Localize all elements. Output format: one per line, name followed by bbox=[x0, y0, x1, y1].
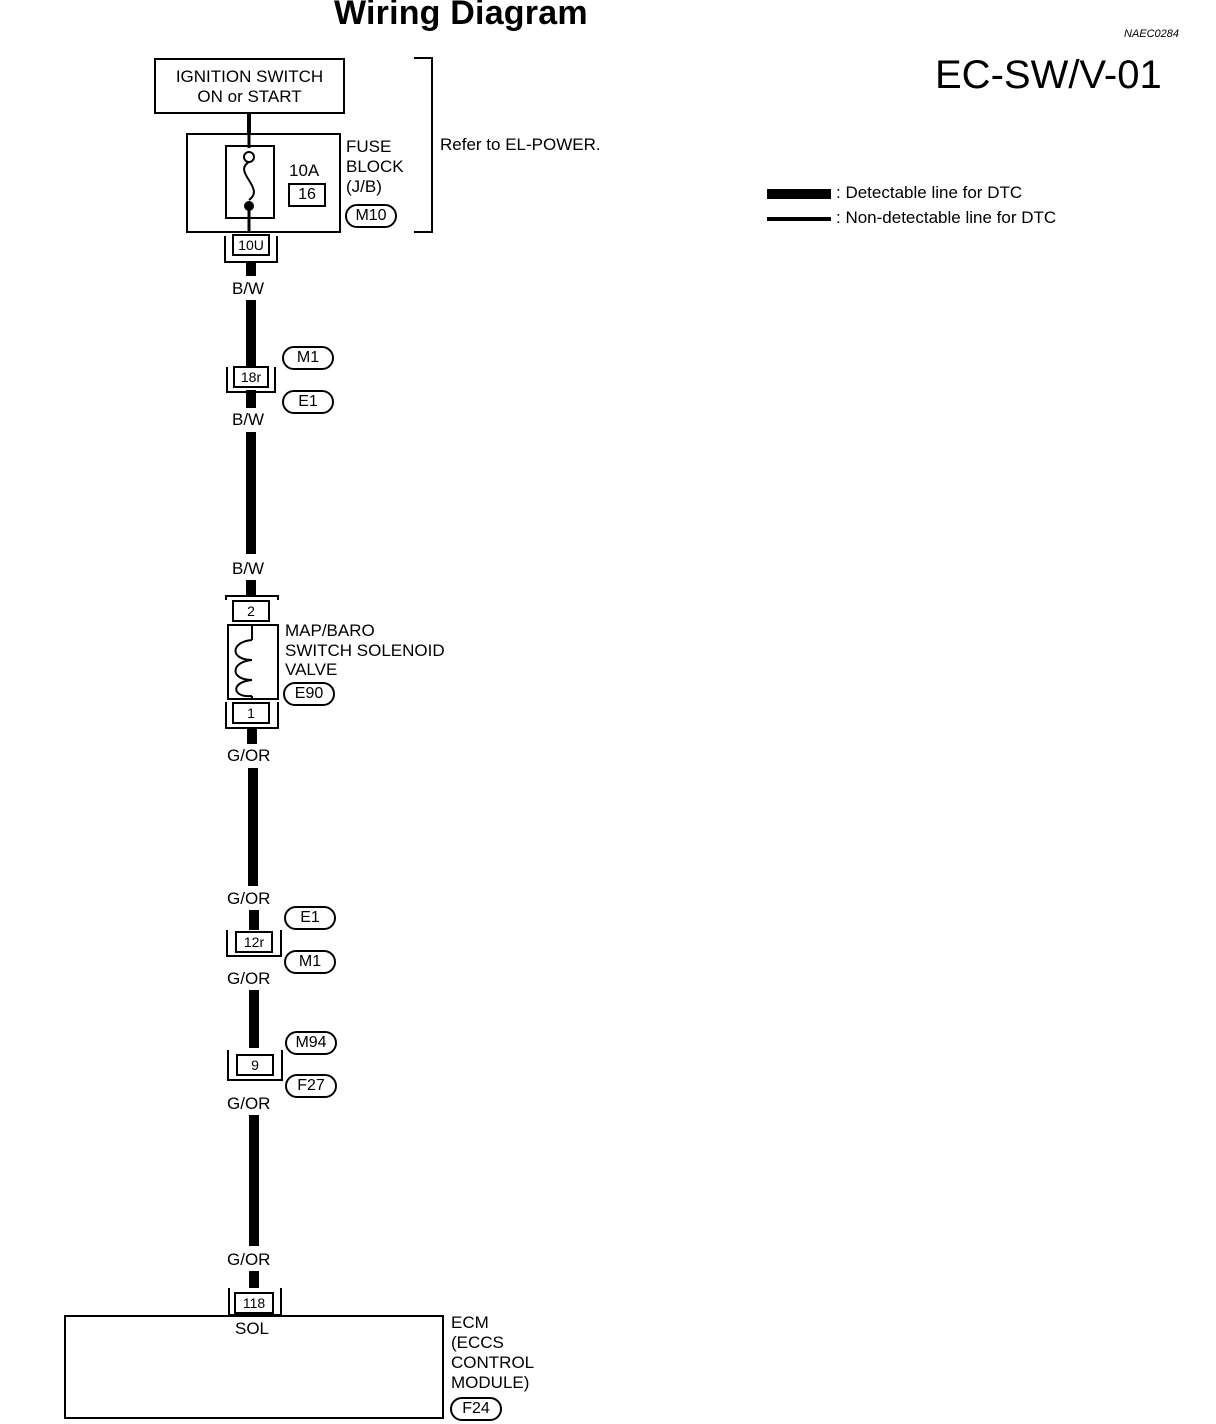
ignition-line-2: ON or START bbox=[197, 87, 302, 106]
legend-detectable-label: : Detectable line for DTC bbox=[836, 183, 1023, 202]
connector-m1: M1 bbox=[284, 950, 336, 974]
page-title: Wiring Diagram bbox=[334, 0, 588, 32]
ecm-name-4: MODULE) bbox=[451, 1373, 530, 1392]
connector-e1: E1 bbox=[284, 906, 336, 930]
wire-color-label: B/W bbox=[232, 279, 265, 298]
wire-color-label: G/OR bbox=[227, 889, 271, 908]
solenoid-pin-1: 1 bbox=[232, 702, 270, 724]
fuse-block-name-2: BLOCK bbox=[346, 157, 404, 176]
ecm-name-3: CONTROL bbox=[451, 1353, 535, 1372]
wire-color-label: G/OR bbox=[227, 969, 271, 988]
connector-f24: F24 bbox=[450, 1397, 502, 1421]
solenoid-pin-2: 2 bbox=[232, 600, 270, 622]
wire-color-label: B/W bbox=[232, 559, 265, 578]
connector-e90: E90 bbox=[283, 682, 335, 706]
joint-pin-12r: 12r bbox=[235, 931, 273, 953]
terminal-10u: 10U bbox=[232, 234, 270, 256]
fuse-bottom-terminal bbox=[244, 201, 254, 211]
reference-bracket bbox=[414, 57, 433, 233]
joint-pin-9: 9 bbox=[236, 1054, 274, 1076]
solenoid-name-1: MAP/BARO bbox=[285, 621, 375, 640]
fuse-amperage: 10A bbox=[289, 161, 320, 180]
el-power-reference: Refer to EL-POWER. bbox=[440, 135, 601, 154]
diagram-code: NAEC0284 bbox=[1124, 28, 1180, 40]
connector-f27: F27 bbox=[285, 1074, 337, 1098]
fuse-number: 16 bbox=[288, 183, 326, 207]
connector-m10: M10 bbox=[345, 204, 397, 228]
connector-e1: E1 bbox=[282, 390, 334, 414]
ecm-name-2: (ECCS bbox=[451, 1333, 504, 1352]
fuse-icon bbox=[243, 161, 255, 201]
wire-color-label: G/OR bbox=[227, 746, 271, 765]
solenoid-name-3: VALVE bbox=[285, 660, 338, 679]
wire-color-label: G/OR bbox=[227, 1094, 271, 1113]
ecm-name-1: ECM bbox=[451, 1313, 489, 1332]
connector-m94: M94 bbox=[285, 1031, 337, 1055]
ignition-switch-box: IGNITION SWITCH ON or START bbox=[154, 58, 345, 114]
ecm-box bbox=[64, 1315, 444, 1419]
fuse-block-name-3: (J/B) bbox=[346, 177, 382, 196]
solenoid-name-2: SWITCH SOLENOID bbox=[285, 641, 445, 660]
page-id: EC-SW/V-01 bbox=[935, 53, 1162, 97]
fuse-block-box bbox=[186, 133, 341, 233]
wire-color-label: G/OR bbox=[227, 1250, 271, 1269]
solenoid-coil-icon bbox=[234, 639, 253, 698]
joint-pin-18r: 18r bbox=[233, 366, 269, 388]
ignition-line-1: IGNITION SWITCH bbox=[175, 67, 324, 86]
connector-m1: M1 bbox=[282, 346, 334, 370]
ecm-pin-118: 118 bbox=[234, 1292, 274, 1314]
legend-non-detectable-label: : Non-detectable line for DTC bbox=[836, 208, 1057, 227]
solenoid-body bbox=[227, 624, 279, 700]
ecm-terminal-name: SOL bbox=[235, 1319, 270, 1338]
wire-color-label: B/W bbox=[232, 410, 265, 429]
fuse-block-name-1: FUSE bbox=[346, 137, 392, 156]
